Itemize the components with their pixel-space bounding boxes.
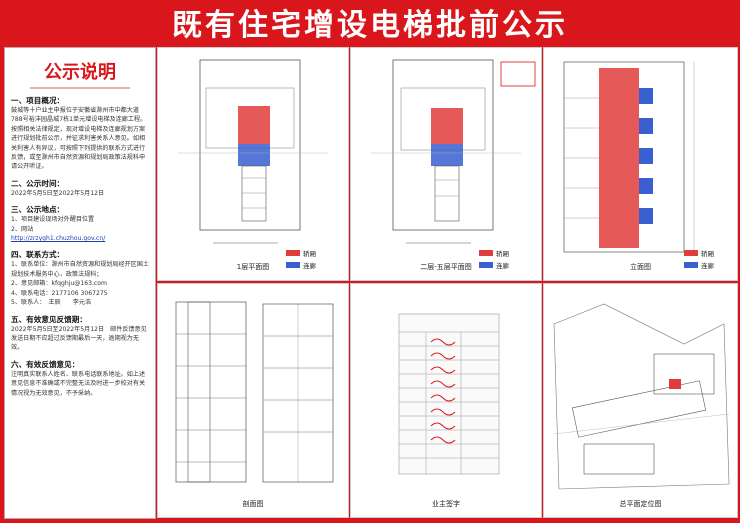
legend-label-corridor: 连廊 — [701, 262, 714, 270]
website-link[interactable]: http://zrzygh1.chuzhou.gov.cn/ — [11, 235, 106, 243]
signature-table — [398, 313, 500, 475]
section-body: 2、网站 — [11, 225, 34, 233]
corridor-swatch — [286, 262, 300, 268]
elevation-panel: 轿厢 连廊 立面图 — [543, 47, 738, 281]
phone-text: 4、联系电话：2177106 3067275 — [11, 289, 108, 297]
banner-title: 既有住宅增设电梯批前公示 — [172, 8, 568, 43]
section-title: 二、公示时间： — [11, 178, 65, 188]
site-plan-panel: 总平面定位图 — [543, 283, 738, 518]
section-title: 六、有效反馈意见： — [11, 359, 80, 369]
panel-caption: 业主签字 — [432, 500, 460, 508]
corridor-swatch — [684, 262, 698, 268]
section-panel: 剖面图 — [157, 283, 349, 518]
floor-plan-1-panel: 轿厢 连廊 1层平面图 — [157, 47, 349, 281]
legend-label-corridor: 连廊 — [303, 262, 316, 270]
panel-caption: 1层平面图 — [236, 263, 270, 271]
corridor-swatch — [479, 262, 493, 268]
section-drawing — [175, 301, 334, 483]
floor-plan-1-drawing — [178, 59, 328, 244]
section-title: 一、项目概况： — [11, 96, 65, 105]
banner: 既有住宅增设电梯批前公示 — [0, 0, 740, 44]
email-text: 2、意见邮箱：kfqghju@163.com — [11, 280, 107, 288]
legend-label-car: 轿厢 — [303, 250, 316, 258]
panel-caption: 总平面定位图 — [619, 500, 662, 508]
contact-person: 5、联系人： 王辰 李元浩 — [11, 299, 92, 307]
notice-heading: 公示说明 — [30, 58, 130, 89]
legend-label-car: 轿厢 — [496, 250, 509, 258]
site-plan-drawing — [553, 303, 730, 490]
section-body: 1、联系单位：滁州市自然资源和规划局经开区国土规划技术服务中心，政策法规科； — [11, 261, 149, 278]
legend: 轿厢 连廊 — [286, 248, 316, 272]
notice-panel: 公示说明 一、项目概况： 鼓城等十户业主申报位于安徽省滁州市中都大道788号裕沣… — [4, 47, 156, 519]
legend-label-corridor: 连廊 — [496, 262, 509, 270]
panel-caption: 二层-五层平面图 — [420, 263, 472, 271]
legend: 轿厢 连廊 — [479, 248, 509, 272]
section-title: 三、公示地点： — [11, 205, 65, 215]
car-swatch — [479, 250, 493, 256]
car-swatch — [684, 250, 698, 256]
floor-plan-2-5-panel: 轿厢 连廊 二层-五层平面图 — [350, 47, 542, 281]
section-title: 五、有效意见反馈期： — [11, 314, 87, 324]
signatures-panel: 业主签字 — [350, 283, 542, 518]
section-body: 鼓城等十户业主申报位于安徽省滁州市中都大道788号裕沣园晶城7栋1单元增设电梯及… — [11, 107, 147, 171]
panel-caption: 立面图 — [630, 263, 651, 271]
section-body: 1、项目建设现场对外醒目位置 — [11, 216, 95, 224]
section-body: 2022年5月5日至2022年5月12日 — [11, 189, 105, 197]
section-body: 2022年5月5日至2022年5月12日 邮件反馈意见发送日期不应超过反馈期最后… — [11, 325, 147, 352]
floor-plan-2-5-drawing — [371, 59, 536, 244]
legend-label-car: 轿厢 — [701, 250, 714, 258]
section-body: 注明真实联系人姓名、联系电话联系地址。如上述意见信息不准确或不完整无法及时进一步… — [11, 370, 146, 397]
section-title: 四、联系方式： — [11, 250, 65, 260]
elevation-drawing — [563, 61, 695, 253]
legend: 轿厢 连廊 — [684, 248, 714, 272]
car-swatch — [286, 250, 300, 256]
panel-caption: 剖面图 — [242, 500, 264, 508]
